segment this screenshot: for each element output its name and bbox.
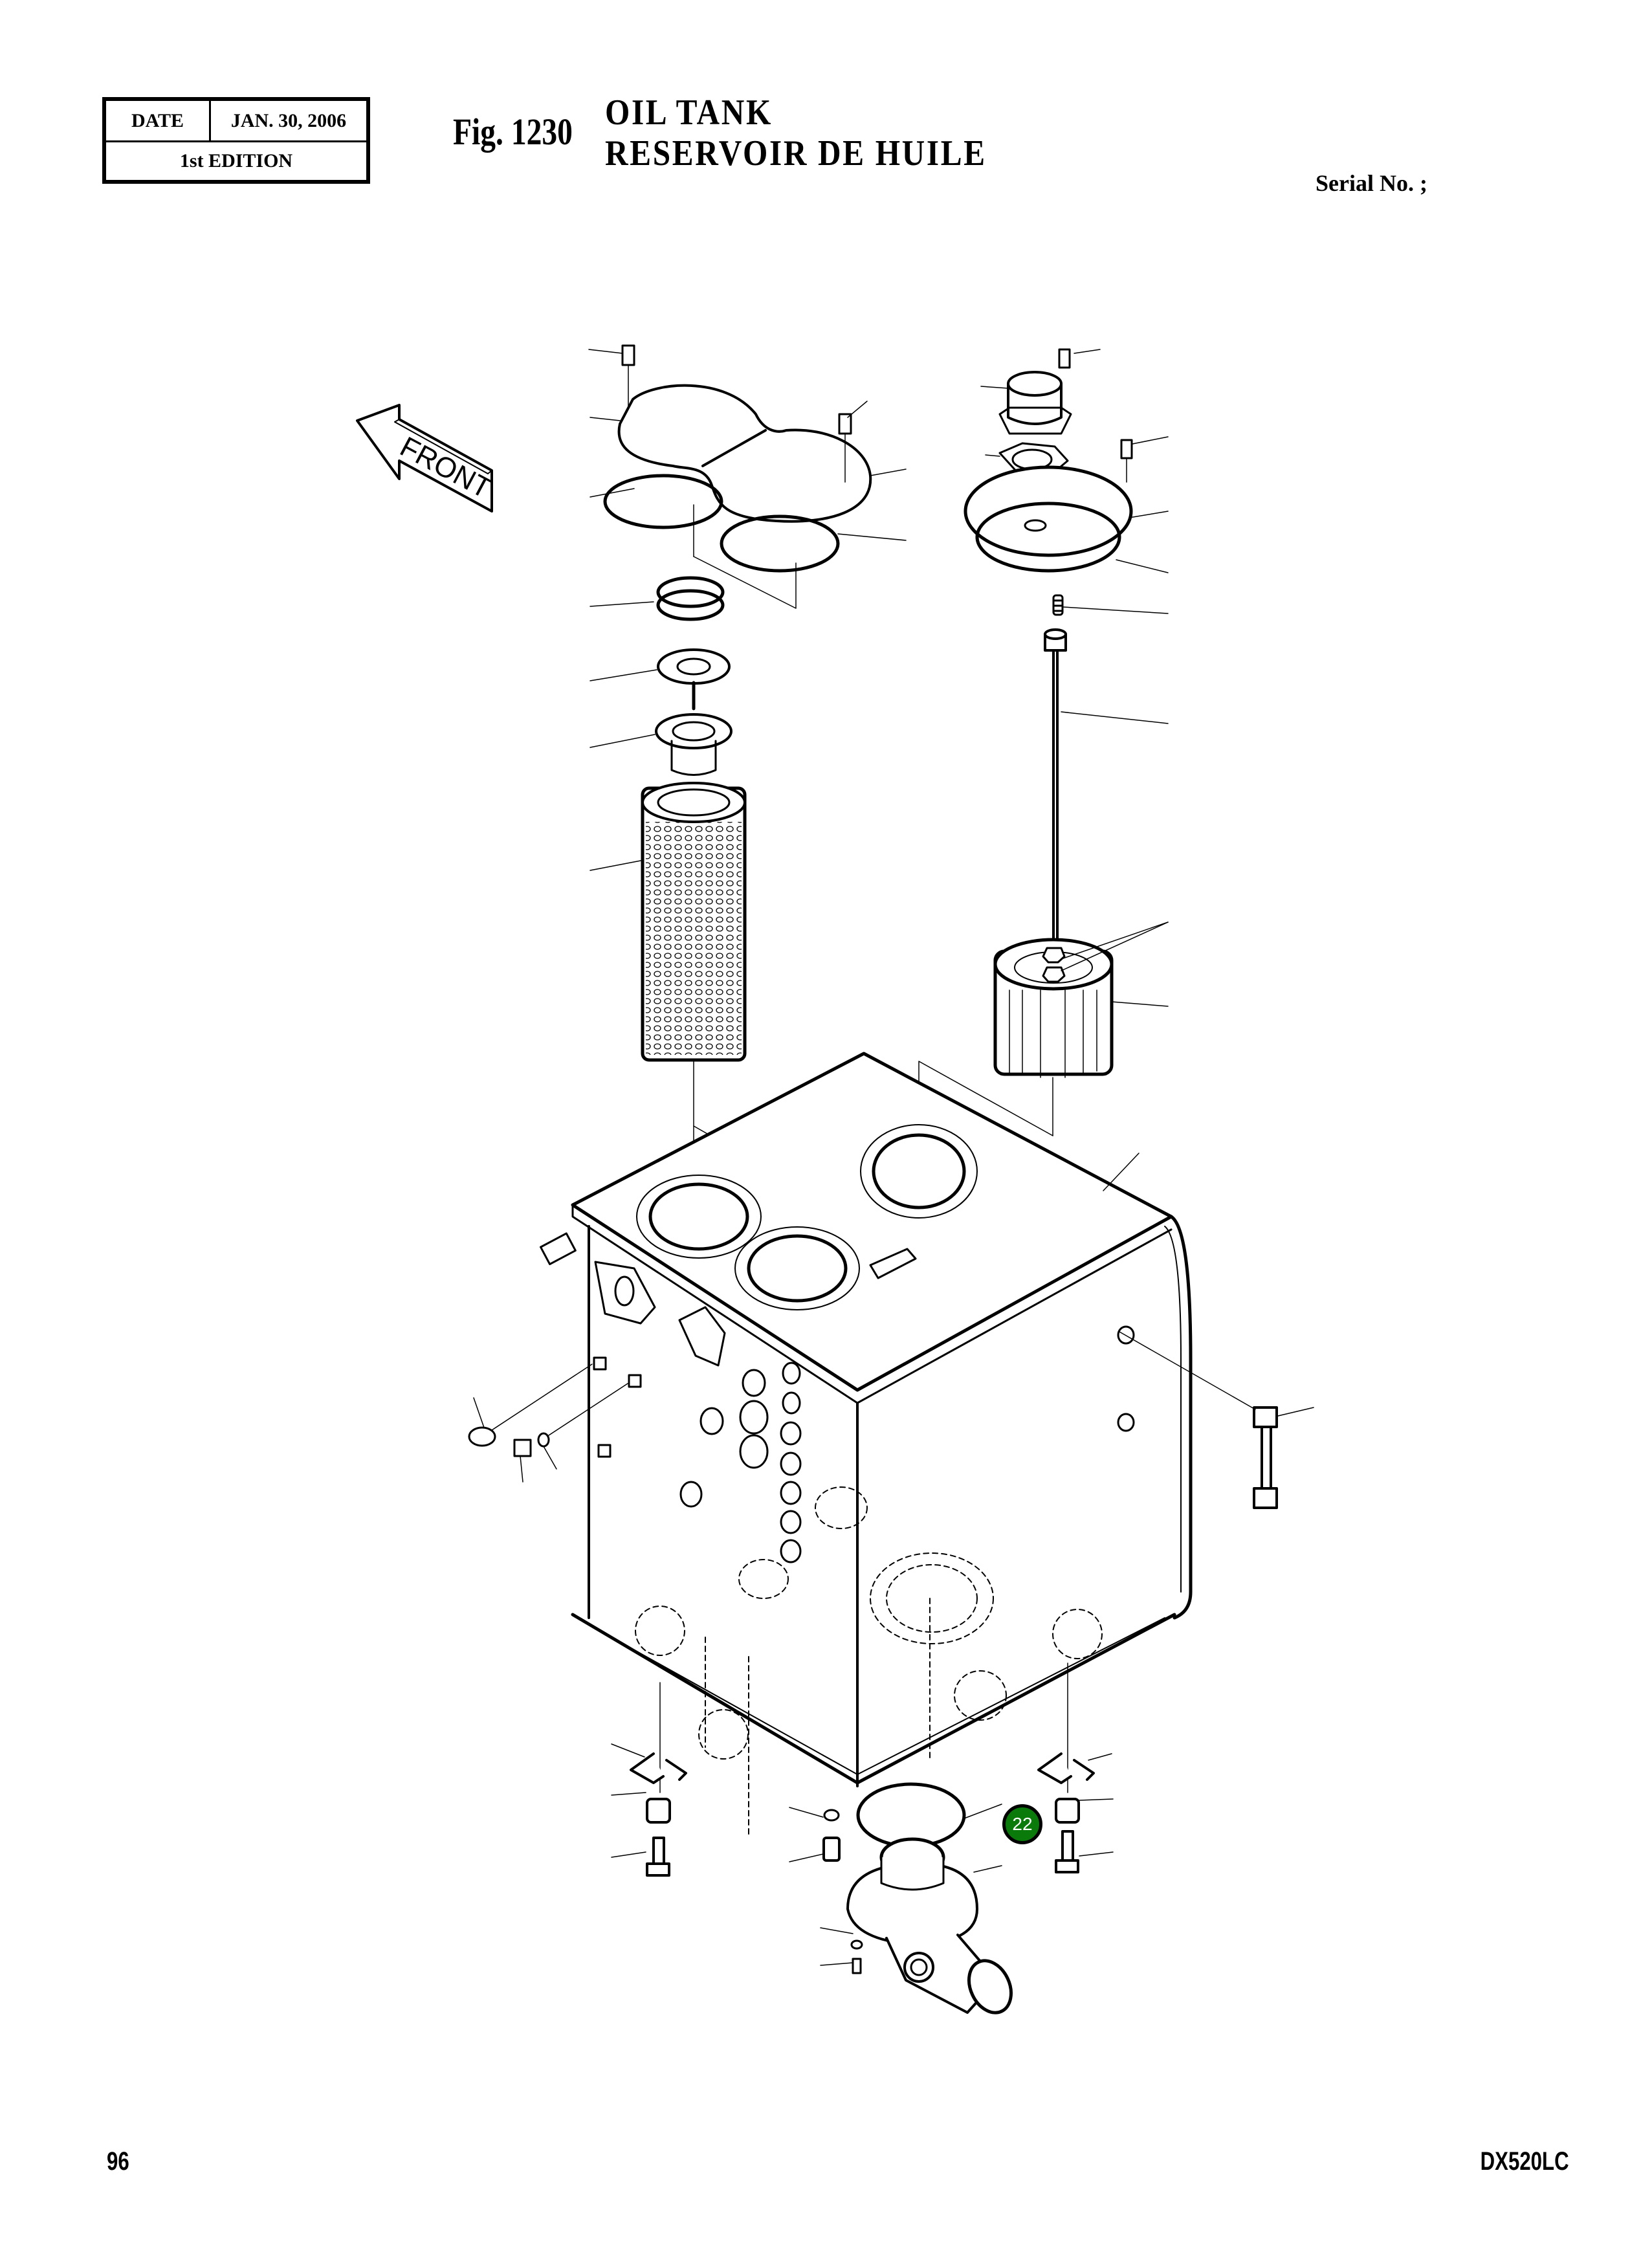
page-title-english: OIL TANK (605, 93, 773, 133)
serial-number-label: Serial No. ; (1316, 170, 1427, 196)
filter-assembly-parts (641, 576, 747, 1062)
spring (1052, 594, 1064, 616)
breather-cap (998, 348, 1072, 435)
callout-22[interactable]: 22 (1002, 1804, 1042, 1844)
twin-cover-plate (603, 384, 872, 573)
model-name: DX520LC (1481, 2147, 1569, 2176)
cover-bolt (621, 344, 852, 483)
level-gauge (1119, 1331, 1278, 1509)
round-cover-plate (964, 439, 1133, 573)
mount-parts-left (630, 1682, 687, 1877)
suction-flange-assembly (822, 1782, 1013, 2015)
bypass-valve-rod (1044, 628, 1067, 953)
figure-number: Fig. 1230 (453, 111, 573, 153)
date-edition-box: DATE JAN. 30, 2006 1st EDITION (102, 97, 370, 184)
port-fittings (593, 1325, 1135, 1563)
oil-tank-body (540, 1052, 1193, 1787)
date-value: JAN. 30, 2006 (230, 109, 347, 131)
page-number: 96 (107, 2147, 129, 2176)
mount-parts-right (1037, 1662, 1095, 1873)
drain-plug-parts (468, 1363, 628, 1457)
callout-22-number: 22 (1012, 1814, 1033, 1834)
front-arrow-icon: FRONT (356, 404, 496, 513)
leader-lines (473, 349, 1314, 1966)
hidden-features (635, 1486, 1103, 1838)
date-label: DATE (106, 101, 211, 140)
date-row: DATE JAN. 30, 2006 (106, 101, 366, 142)
edition-label: 1st EDITION (179, 150, 293, 171)
page-title-french: RESERVOIR DE HUILE (605, 133, 987, 173)
